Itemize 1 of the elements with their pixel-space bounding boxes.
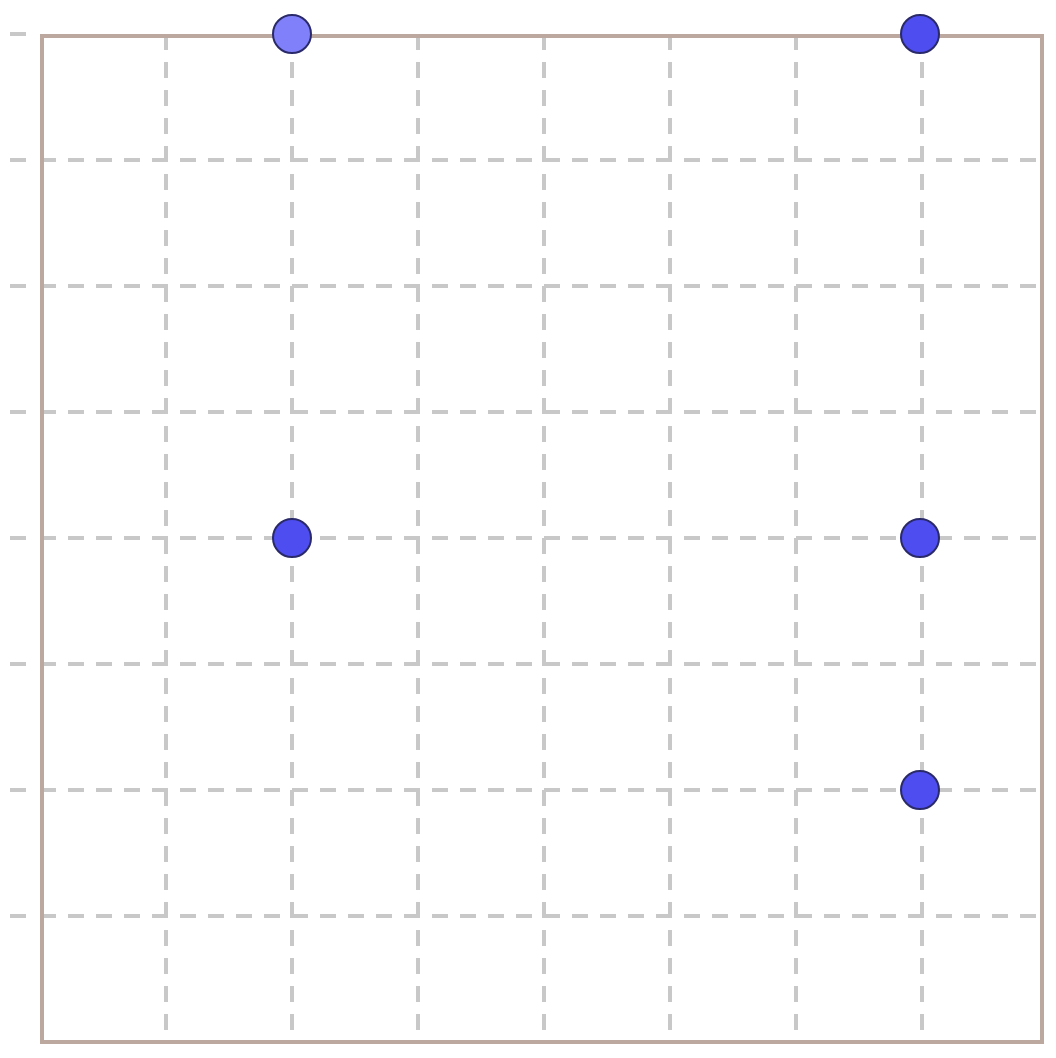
square-outline	[40, 34, 1044, 1044]
